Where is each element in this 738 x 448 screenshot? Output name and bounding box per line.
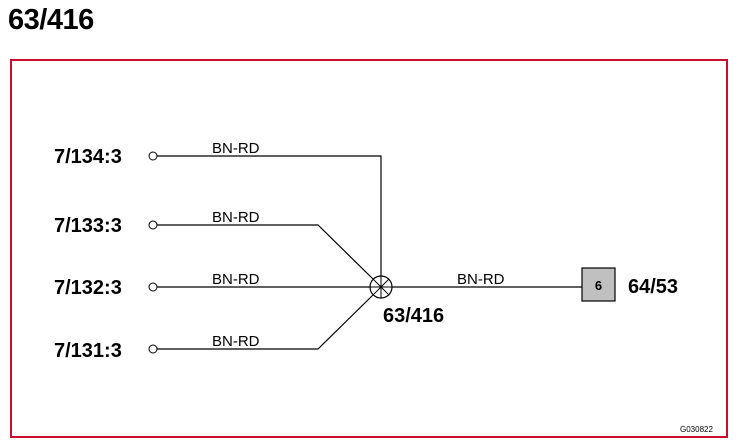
terminal-icon-4 [148,344,158,354]
splice-label: 63/416 [383,305,444,327]
connector-box [581,267,616,302]
wire-label-3: BN-RD [212,271,260,288]
connector-label: 64/53 [628,276,678,298]
terminal-icon-3 [148,282,158,292]
connector-pin-number: 6 [595,278,602,293]
wire-4 [157,293,375,350]
wire-label-2: BN-RD [212,209,260,226]
wire-1 [157,155,382,276]
source-pin-label-4: 7/131:3 [54,340,122,362]
source-pin-label-1: 7/134:3 [54,146,122,168]
wire-label-1: BN-RD [212,140,260,157]
wire-2 [157,224,375,281]
figure-code: G030822 [680,425,713,434]
source-pin-label-2: 7/133:3 [54,215,122,237]
output-wire-label: BN-RD [457,271,505,288]
splice-icon [369,275,393,299]
terminal-icon-1 [148,151,158,161]
terminal-icon-2 [148,220,158,230]
diagram-frame [10,59,728,438]
source-pin-label-3: 7/132:3 [54,277,122,299]
wire-label-4: BN-RD [212,333,260,350]
page-title: 63/416 [8,4,94,36]
